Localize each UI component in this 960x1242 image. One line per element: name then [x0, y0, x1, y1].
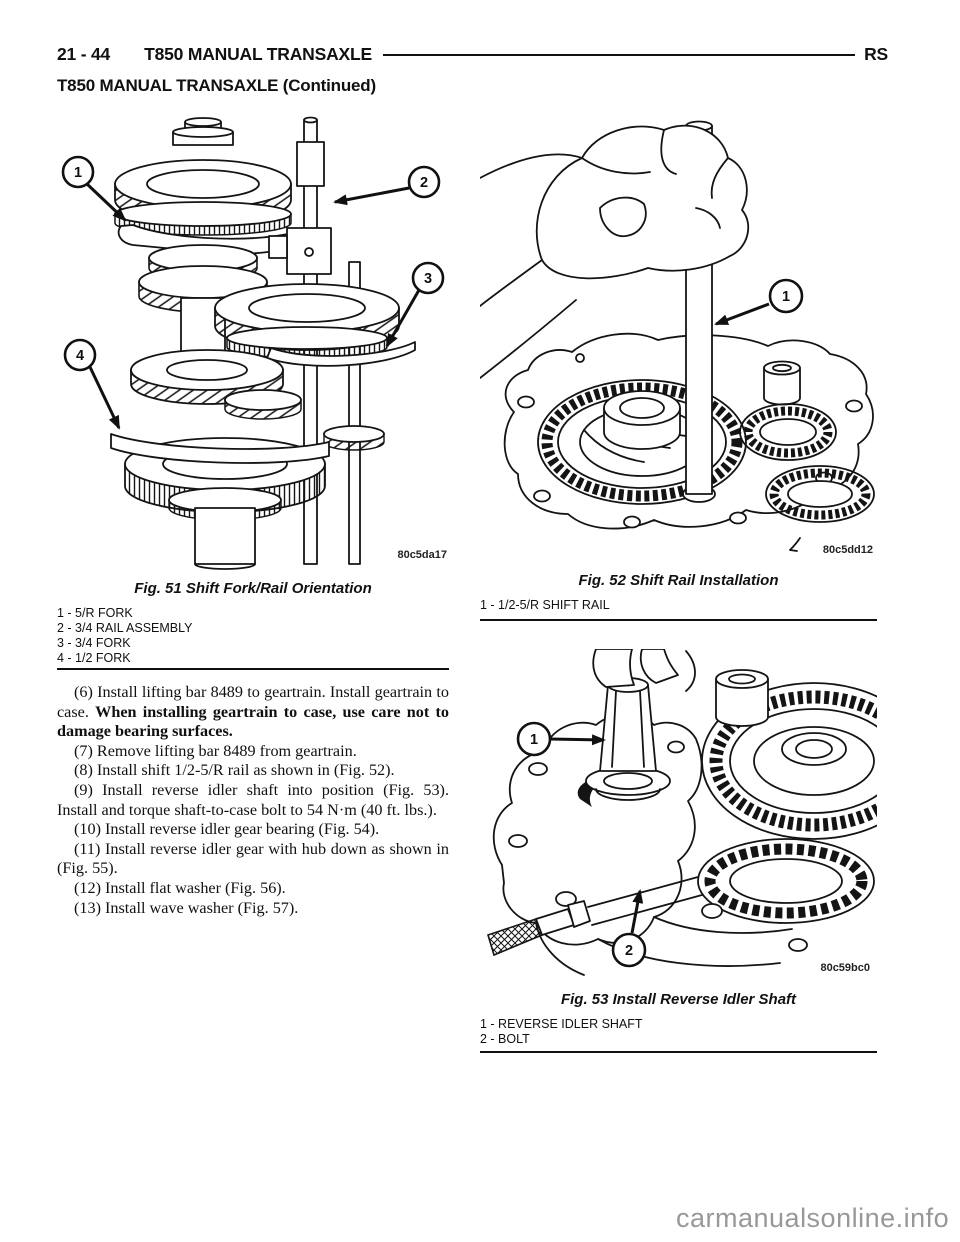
step-11: (11) Install reverse idler gear with hub… [57, 839, 449, 878]
watermark: carmanualsonline.info [676, 1203, 950, 1233]
step-6: (6) Install lifting bar 8489 to geartrai… [57, 683, 449, 742]
step-6-warning: When installing geartrain to case, use c… [57, 702, 449, 741]
right-column: 1 80c5dd12 Fig. 52 Shift Rail Installati… [480, 112, 877, 1053]
figure-53: 1 2 80c59bc0 Fig. 53 Install Reverse Idl… [480, 649, 877, 1053]
shift-rail-and-hand-drawing [480, 120, 750, 503]
figure-53-caption: Fig. 53 Install Reverse Idler Shaft [560, 991, 797, 1008]
gear-train-drawing [110, 117, 416, 570]
figure-53-legend: 1 - REVERSE IDLER SHAFT 2 - BOLT [480, 1017, 877, 1047]
svg-text:2: 2 [420, 175, 428, 191]
legend-item: 1 - 1/2-5/R SHIFT RAIL [480, 598, 610, 612]
step-8: (8) Install shift 1/2-5/R rail as shown … [74, 761, 395, 780]
header-rule [382, 53, 856, 56]
legend-item: 1 - REVERSE IDLER SHAFT [480, 1017, 643, 1031]
fig51-code: 80c5da17 [397, 549, 447, 561]
reverse-idler-shaft-drawing [585, 649, 696, 801]
figure-52-caption: Fig. 52 Shift Rail Installation [578, 572, 779, 589]
step-13: (13) Install wave washer (Fig. 57). [74, 898, 299, 917]
divider [480, 619, 877, 621]
figure-51-image: 1 2 3 4 80c5da17 [61, 116, 447, 570]
svg-text:4: 4 [76, 348, 84, 364]
fig51-callout-4: 4 [63, 338, 121, 430]
divider [57, 668, 449, 670]
fig53-code: 80c59bc0 [820, 962, 870, 974]
fig51-callout-2: 2 [333, 165, 441, 206]
gear-cluster-drawing [697, 669, 877, 924]
fig52-callout-1: 1 [714, 278, 804, 326]
procedure-steps: (6) Install lifting bar 8489 to geartrai… [57, 683, 449, 918]
figure-52: 1 80c5dd12 Fig. 52 Shift Rail Installati… [480, 112, 877, 621]
fig53-callout-1: 1 [516, 721, 606, 757]
svg-text:1: 1 [782, 289, 790, 305]
figure-51-caption: Fig. 51 Shift Fork/Rail Orientation [134, 580, 372, 597]
fig52-code: 80c5dd12 [823, 544, 873, 556]
legend-item: 1 - 5/R FORK [57, 606, 133, 620]
legend-item: 2 - 3/4 RAIL ASSEMBLY [57, 621, 193, 635]
step-7: (7) Remove lifting bar 8489 from geartra… [74, 741, 357, 760]
figure-53-image: 1 2 80c59bc0 [487, 649, 877, 976]
fig51-callout-3: 3 [385, 261, 445, 348]
figure-52-legend: 1 - 1/2-5/R SHIFT RAIL [480, 598, 877, 613]
step-9: (9) Install reverse idler shaft into pos… [57, 780, 449, 819]
page-header: 21 - 44 T850 MANUAL TRANSAXLE RS [57, 44, 888, 65]
step-10: (10) Install reverse idler gear bearing … [74, 820, 380, 839]
fig53-callout-2: 2 [611, 889, 647, 968]
svg-text:1: 1 [530, 732, 538, 748]
svg-text:2: 2 [625, 943, 633, 959]
svg-text:3: 3 [424, 271, 432, 287]
continued-title: T850 MANUAL TRANSAXLE (Continued) [57, 76, 376, 95]
page-number: 21 - 44 [57, 44, 111, 64]
legend-item: 3 - 3/4 FORK [57, 636, 131, 650]
svg-text:1: 1 [74, 165, 82, 181]
figure-51: 1 2 3 4 80c5da17 Fi [57, 112, 449, 670]
corner-label: RS [864, 44, 888, 64]
legend-item: 2 - BOLT [480, 1032, 530, 1046]
step-6-text: (6) Install lifting bar 8489 to geartrai… [57, 683, 449, 721]
legend-item: 4 - 1/2 FORK [57, 651, 131, 665]
figure-52-image: 1 80c5dd12 [480, 120, 875, 556]
gear-cluster-drawing [537, 360, 875, 523]
left-column: 1 2 3 4 80c5da17 Fi [57, 112, 449, 918]
code-pointer [789, 537, 801, 552]
section-title: T850 MANUAL TRANSAXLE [144, 44, 372, 64]
divider [480, 1051, 877, 1053]
step-12: (12) Install flat washer (Fig. 56). [74, 878, 286, 897]
figure-51-legend: 1 - 5/R FORK 2 - 3/4 RAIL ASSEMBLY 3 - 3… [57, 606, 449, 666]
fig51-callout-1: 1 [61, 155, 127, 222]
